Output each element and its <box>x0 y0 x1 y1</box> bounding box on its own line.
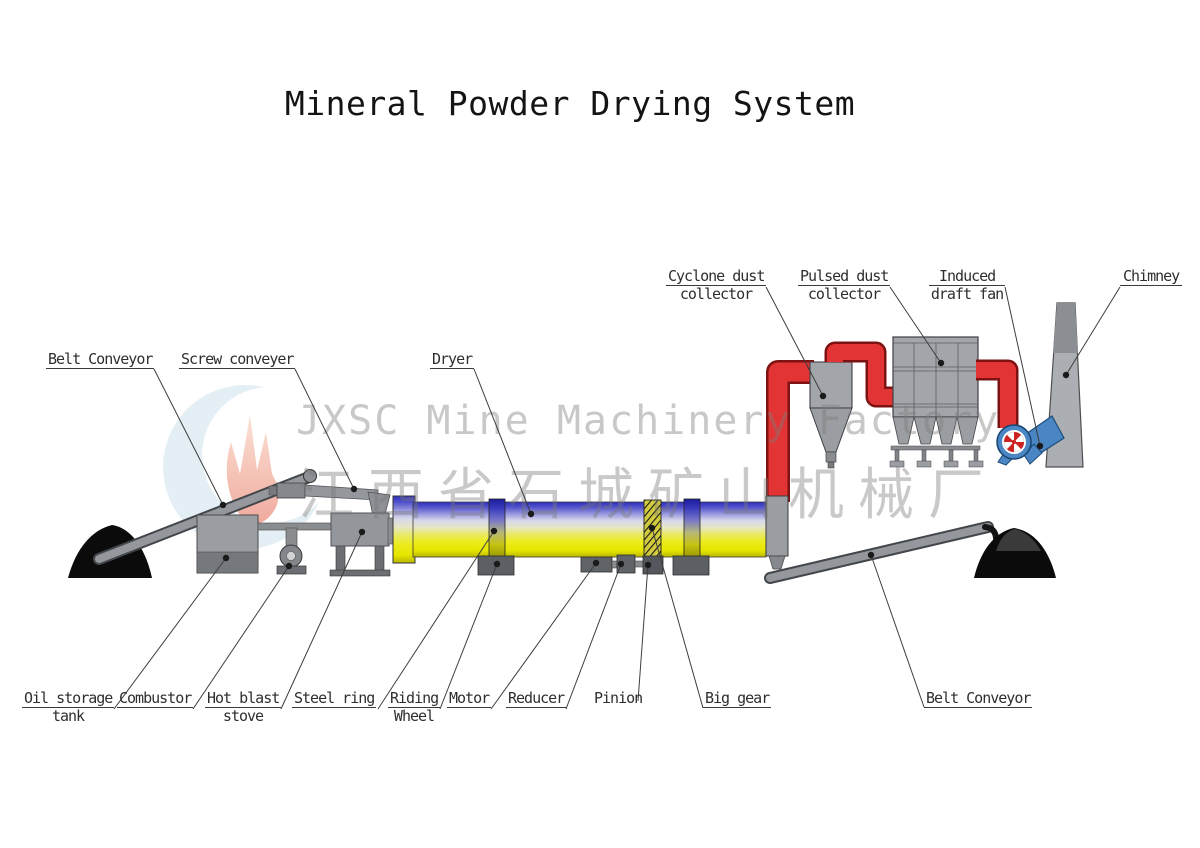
label-motor: Motor <box>447 689 492 708</box>
stockpile-right <box>974 528 1056 578</box>
pulsed-dust-collector-machine <box>889 336 984 468</box>
label-dryer: Dryer <box>430 350 475 369</box>
hot-blast-stove-machine <box>329 512 396 577</box>
label-pinion: Pinion <box>594 689 643 707</box>
label-steel-ring: Steel ring <box>292 689 377 708</box>
cyclone-dust-collector-machine <box>809 361 853 469</box>
pipe-pulsed-fan <box>976 359 1019 428</box>
dryer-shell <box>412 501 767 558</box>
label-screw-conveyer: Screw conveyer <box>179 350 296 369</box>
oil-storage-tank-machine <box>196 514 259 574</box>
induced-draft-fan-machine <box>996 415 1065 466</box>
label-cyclone-dust-collector: Cyclone dust collector <box>666 267 767 303</box>
label-reducer: Reducer <box>506 689 567 708</box>
label-riding-wheel: Riding Wheel <box>388 689 441 725</box>
label-combustor: Combustor <box>117 689 194 708</box>
label-oil-storage-tank: Oil storage tank <box>22 689 115 725</box>
head-pulley <box>303 469 317 483</box>
riding-wheel-pedestal <box>672 555 710 576</box>
dryer-drum <box>392 495 767 576</box>
label-belt-conveyor-right: Belt Conveyor <box>924 689 1033 708</box>
label-pulsed-dust-collector: Pulsed dust collector <box>798 267 891 303</box>
exhaust-pipe-dryer-cyclone <box>766 360 814 502</box>
label-belt-conveyor-left: Belt Conveyor <box>46 350 155 369</box>
discharge-housing <box>765 495 789 570</box>
fan-pinwheel-icon <box>1003 431 1025 453</box>
label-big-gear: Big gear <box>703 689 772 708</box>
pipe-cyclone-pulsed <box>824 341 893 408</box>
page-title: Mineral Powder Drying System <box>284 84 856 123</box>
label-hot-blast-stove: Hot blast stove <box>205 689 282 725</box>
label-induced-draft-fan: Induced draft fan <box>929 268 1006 303</box>
label-chimney: Chimney <box>1120 268 1183 286</box>
